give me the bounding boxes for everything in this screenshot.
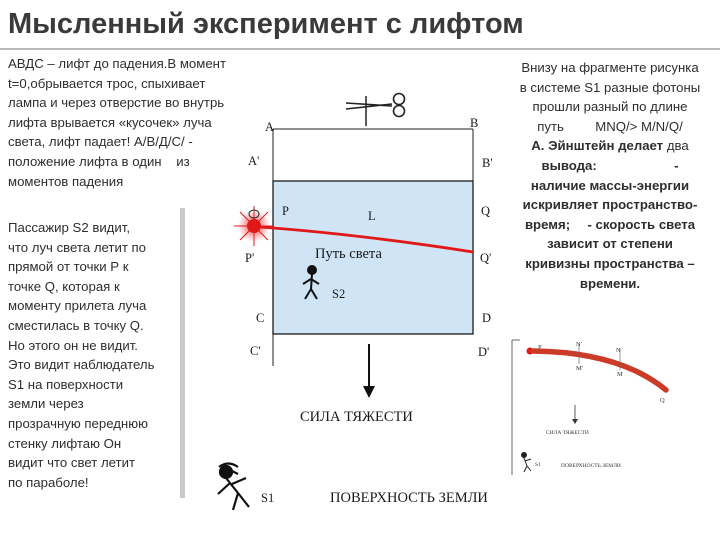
text-line: по параболе!: [8, 474, 89, 490]
text-line: зависит от степени: [547, 236, 673, 252]
text-line: АВДС – лифт до падения.В момент: [8, 56, 226, 71]
light-beam: [259, 225, 474, 254]
fragment-label-p: P: [538, 344, 542, 351]
lamp-icon: [247, 219, 261, 233]
title-divider: [0, 48, 720, 50]
text-line: точке Q, которая к: [8, 278, 120, 294]
label-c: C: [256, 311, 264, 325]
shaft-wall: [180, 208, 185, 498]
text-line: Пассажир S2 видит,: [8, 220, 130, 235]
text-line: Внизу на фрагменте рисунка: [521, 60, 699, 75]
fragment-label-m: M: [617, 371, 623, 378]
path-comparison: MNQ/> M/N/Q/: [595, 118, 683, 134]
text-line: путь MNQ/> M/N/Q/: [504, 117, 716, 137]
passenger-s2-icon: [302, 265, 320, 300]
scissors-icon: [345, 92, 406, 118]
ground-label: ПОВЕРХНОСТЬ ЗЕМЛИ: [330, 490, 488, 506]
fragment-label-m-prime: M': [576, 365, 583, 372]
text-line: сместилась в точку Q.: [8, 317, 144, 333]
text-line: А. Эйнштейн делает два: [504, 136, 716, 156]
label-q-prime: Q': [480, 251, 491, 265]
text-fragment: А. Эйнштейн делает: [531, 138, 664, 154]
text-line: лифта врывается «кусочек» луча: [8, 114, 212, 130]
fragment-label-q: Q: [660, 397, 665, 404]
label-p-prime: P': [245, 251, 254, 265]
text-line: положение лифта в один из: [8, 153, 190, 169]
text-line: S1 на поверхности: [8, 376, 124, 392]
label-a: A: [265, 120, 274, 134]
text-line: времени.: [579, 275, 641, 291]
label-s2: S2: [332, 287, 345, 301]
label-l: L: [368, 209, 376, 223]
fragment-ground-label: ПОВЕРХНОСТЬ ЗЕМЛИ: [561, 463, 621, 469]
elevator-description: АВДС – лифт до падения.В момент t=0,обры…: [8, 54, 276, 191]
text-line: наличие массы-энергии: [530, 177, 690, 193]
elevator-falling: [272, 180, 474, 335]
text-line: время; - скорость света: [504, 215, 716, 235]
label-b: B: [470, 116, 478, 130]
label-c-prime: C': [250, 344, 261, 358]
text-line: Но этого он не видит.: [8, 337, 138, 353]
label-d-prime: D': [478, 345, 489, 359]
text-line: света, лифт падает! А/В/Д/С/ -: [8, 134, 193, 150]
text-line: Это видит наблюдатель: [8, 357, 155, 373]
text-line: прямой от точки Р к: [8, 259, 129, 275]
text-line: в системе S1 разные фотоны: [519, 79, 701, 95]
fragment-diagram: P N' N M' M Q СИЛА ТЯЖЕСТИ S1 ПОВЕРХНОСТ…: [511, 339, 669, 475]
text-fragment: путь: [537, 118, 564, 134]
text-fragment: два: [666, 138, 689, 154]
text-line: кривизны пространства –: [525, 255, 695, 271]
fragment-gravity-arrowhead-icon: [572, 419, 578, 424]
label-q: Q: [481, 204, 490, 218]
text-line: земли через: [8, 396, 84, 412]
label-d: D: [482, 311, 491, 325]
slide-title: Мысленный эксперимент с лифтом: [8, 8, 524, 40]
text-fragment: вывода:: [541, 157, 597, 173]
text-line: моментов падения: [8, 173, 124, 189]
fragment-observer-icon: [521, 452, 532, 473]
passenger-description: Пассажир S2 видит, что луч света летит п…: [8, 218, 188, 492]
label-s1: S1: [261, 491, 274, 505]
text-line: моменту прилета луча: [8, 298, 147, 314]
fragment-label-n: N: [616, 347, 621, 354]
observer-s1-icon: [217, 462, 250, 511]
gravity-label: СИЛА ТЯЖЕСТИ: [300, 409, 413, 425]
label-p: P: [282, 204, 289, 218]
label-b-prime: B': [482, 156, 493, 170]
text-line: видит что свет летит: [8, 455, 135, 471]
text-line: искривляет пространство-: [522, 197, 698, 213]
text-line: t=0,обрывается трос, спыхивает: [8, 75, 206, 91]
conclusion-text: Внизу на фрагменте рисунка в системе S1 …: [504, 58, 716, 293]
fragment-light-arc: [530, 348, 669, 393]
lamp-base-icon: [248, 209, 260, 219]
text-line: прозрачную переднюю: [8, 415, 149, 431]
text-line: прошли разный по длине: [532, 99, 688, 115]
text-line: стенку лифтаю Он: [8, 435, 122, 451]
text-line: вывода: -: [504, 156, 716, 176]
gravity-arrowhead-icon: [363, 386, 375, 398]
fragment-gravity-label: СИЛА ТЯЖЕСТИ: [546, 430, 589, 436]
text-fragment: время;: [524, 216, 571, 232]
fragment-label-s1: S1: [535, 462, 541, 468]
fragment-label-n-prime: N': [576, 341, 582, 348]
text-line: лампа и через отверстие во внутрь: [8, 95, 225, 111]
text-fragment: -: [674, 157, 679, 173]
text-line: что луч света летит по: [8, 239, 146, 255]
label-a-prime: A': [248, 154, 259, 168]
light-path-label: Путь света: [315, 246, 382, 262]
text-fragment: - скорость света: [587, 216, 696, 232]
